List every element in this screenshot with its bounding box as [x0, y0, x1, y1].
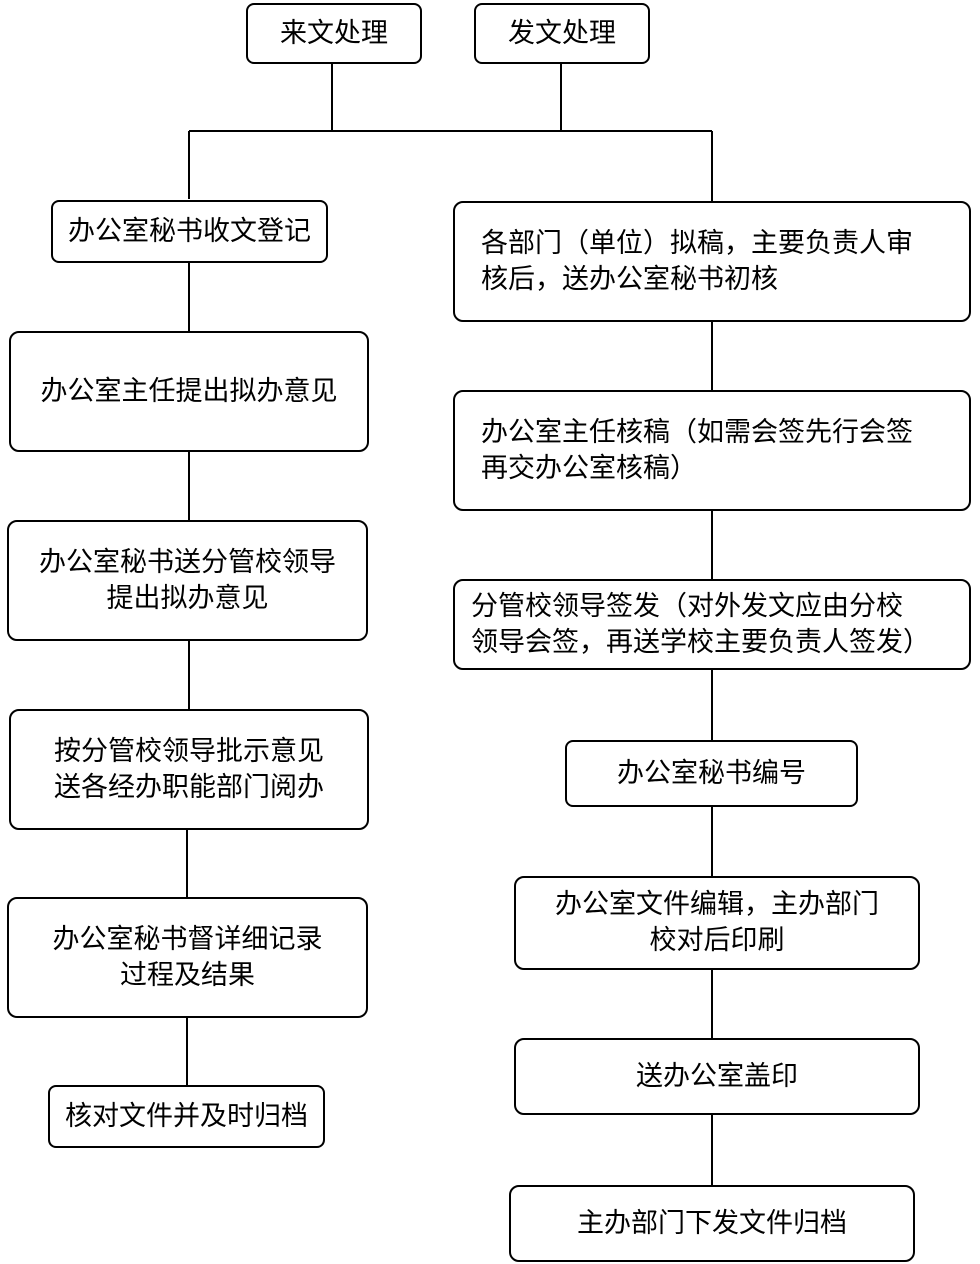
- header-outgoing: 发文处理: [474, 3, 650, 64]
- incoming-step-3: 办公室秘书送分管校领导 提出拟办意见: [7, 520, 368, 641]
- incoming-step-6-label: 核对文件并及时归档: [65, 1100, 308, 1132]
- outgoing-step-1: 各部门（单位）拟稿，主要负责人审 核后，送办公室秘书初核: [453, 201, 971, 322]
- outgoing-step-1-label: 各部门（单位）拟稿，主要负责人审 核后，送办公室秘书初核: [481, 227, 913, 295]
- outgoing-step-5-label: 办公室文件编辑，主办部门 校对后印刷: [555, 889, 879, 956]
- incoming-step-5: 办公室秘书督详细记录 过程及结果: [7, 897, 368, 1018]
- outgoing-step-2: 办公室主任核稿（如需会签先行会签 再交办公室核稿）: [453, 390, 971, 511]
- outgoing-step-7: 主办部门下发文件归档: [509, 1185, 915, 1262]
- outgoing-step-6: 送办公室盖印: [514, 1038, 920, 1115]
- header-incoming: 来文处理: [246, 3, 422, 64]
- header-outgoing-label: 发文处理: [508, 17, 616, 49]
- header-incoming-label: 来文处理: [280, 17, 388, 49]
- incoming-step-2: 办公室主任提出拟办意见: [9, 331, 369, 452]
- incoming-step-4: 按分管校领导批示意见 送各经办职能部门阅办: [9, 709, 369, 830]
- incoming-step-4-label: 按分管校领导批示意见 送各经办职能部门阅办: [54, 735, 324, 803]
- outgoing-step-7-label: 主办部门下发文件归档: [577, 1207, 847, 1239]
- incoming-step-1-label: 办公室秘书收文登记: [68, 215, 311, 247]
- outgoing-step-5: 办公室文件编辑，主办部门 校对后印刷: [514, 876, 920, 970]
- outgoing-step-3: 分管校领导签发（对外发文应由分校 领导会签，再送学校主要负责人签发）: [453, 579, 971, 670]
- incoming-step-6: 核对文件并及时归档: [48, 1085, 325, 1148]
- incoming-step-5-label: 办公室秘书督详细记录 过程及结果: [52, 923, 323, 991]
- outgoing-step-6-label: 送办公室盖印: [636, 1060, 798, 1092]
- outgoing-step-2-label: 办公室主任核稿（如需会签先行会签 再交办公室核稿）: [481, 416, 913, 484]
- incoming-step-2-label: 办公室主任提出拟办意见: [40, 375, 338, 407]
- incoming-step-1: 办公室秘书收文登记: [51, 200, 328, 263]
- outgoing-step-4: 办公室秘书编号: [565, 740, 858, 807]
- incoming-step-3-label: 办公室秘书送分管校领导 提出拟办意见: [39, 546, 336, 614]
- outgoing-step-4-label: 办公室秘书编号: [617, 757, 806, 789]
- outgoing-step-3-label: 分管校领导签发（对外发文应由分校 领导会签，再送学校主要负责人签发）: [471, 590, 930, 658]
